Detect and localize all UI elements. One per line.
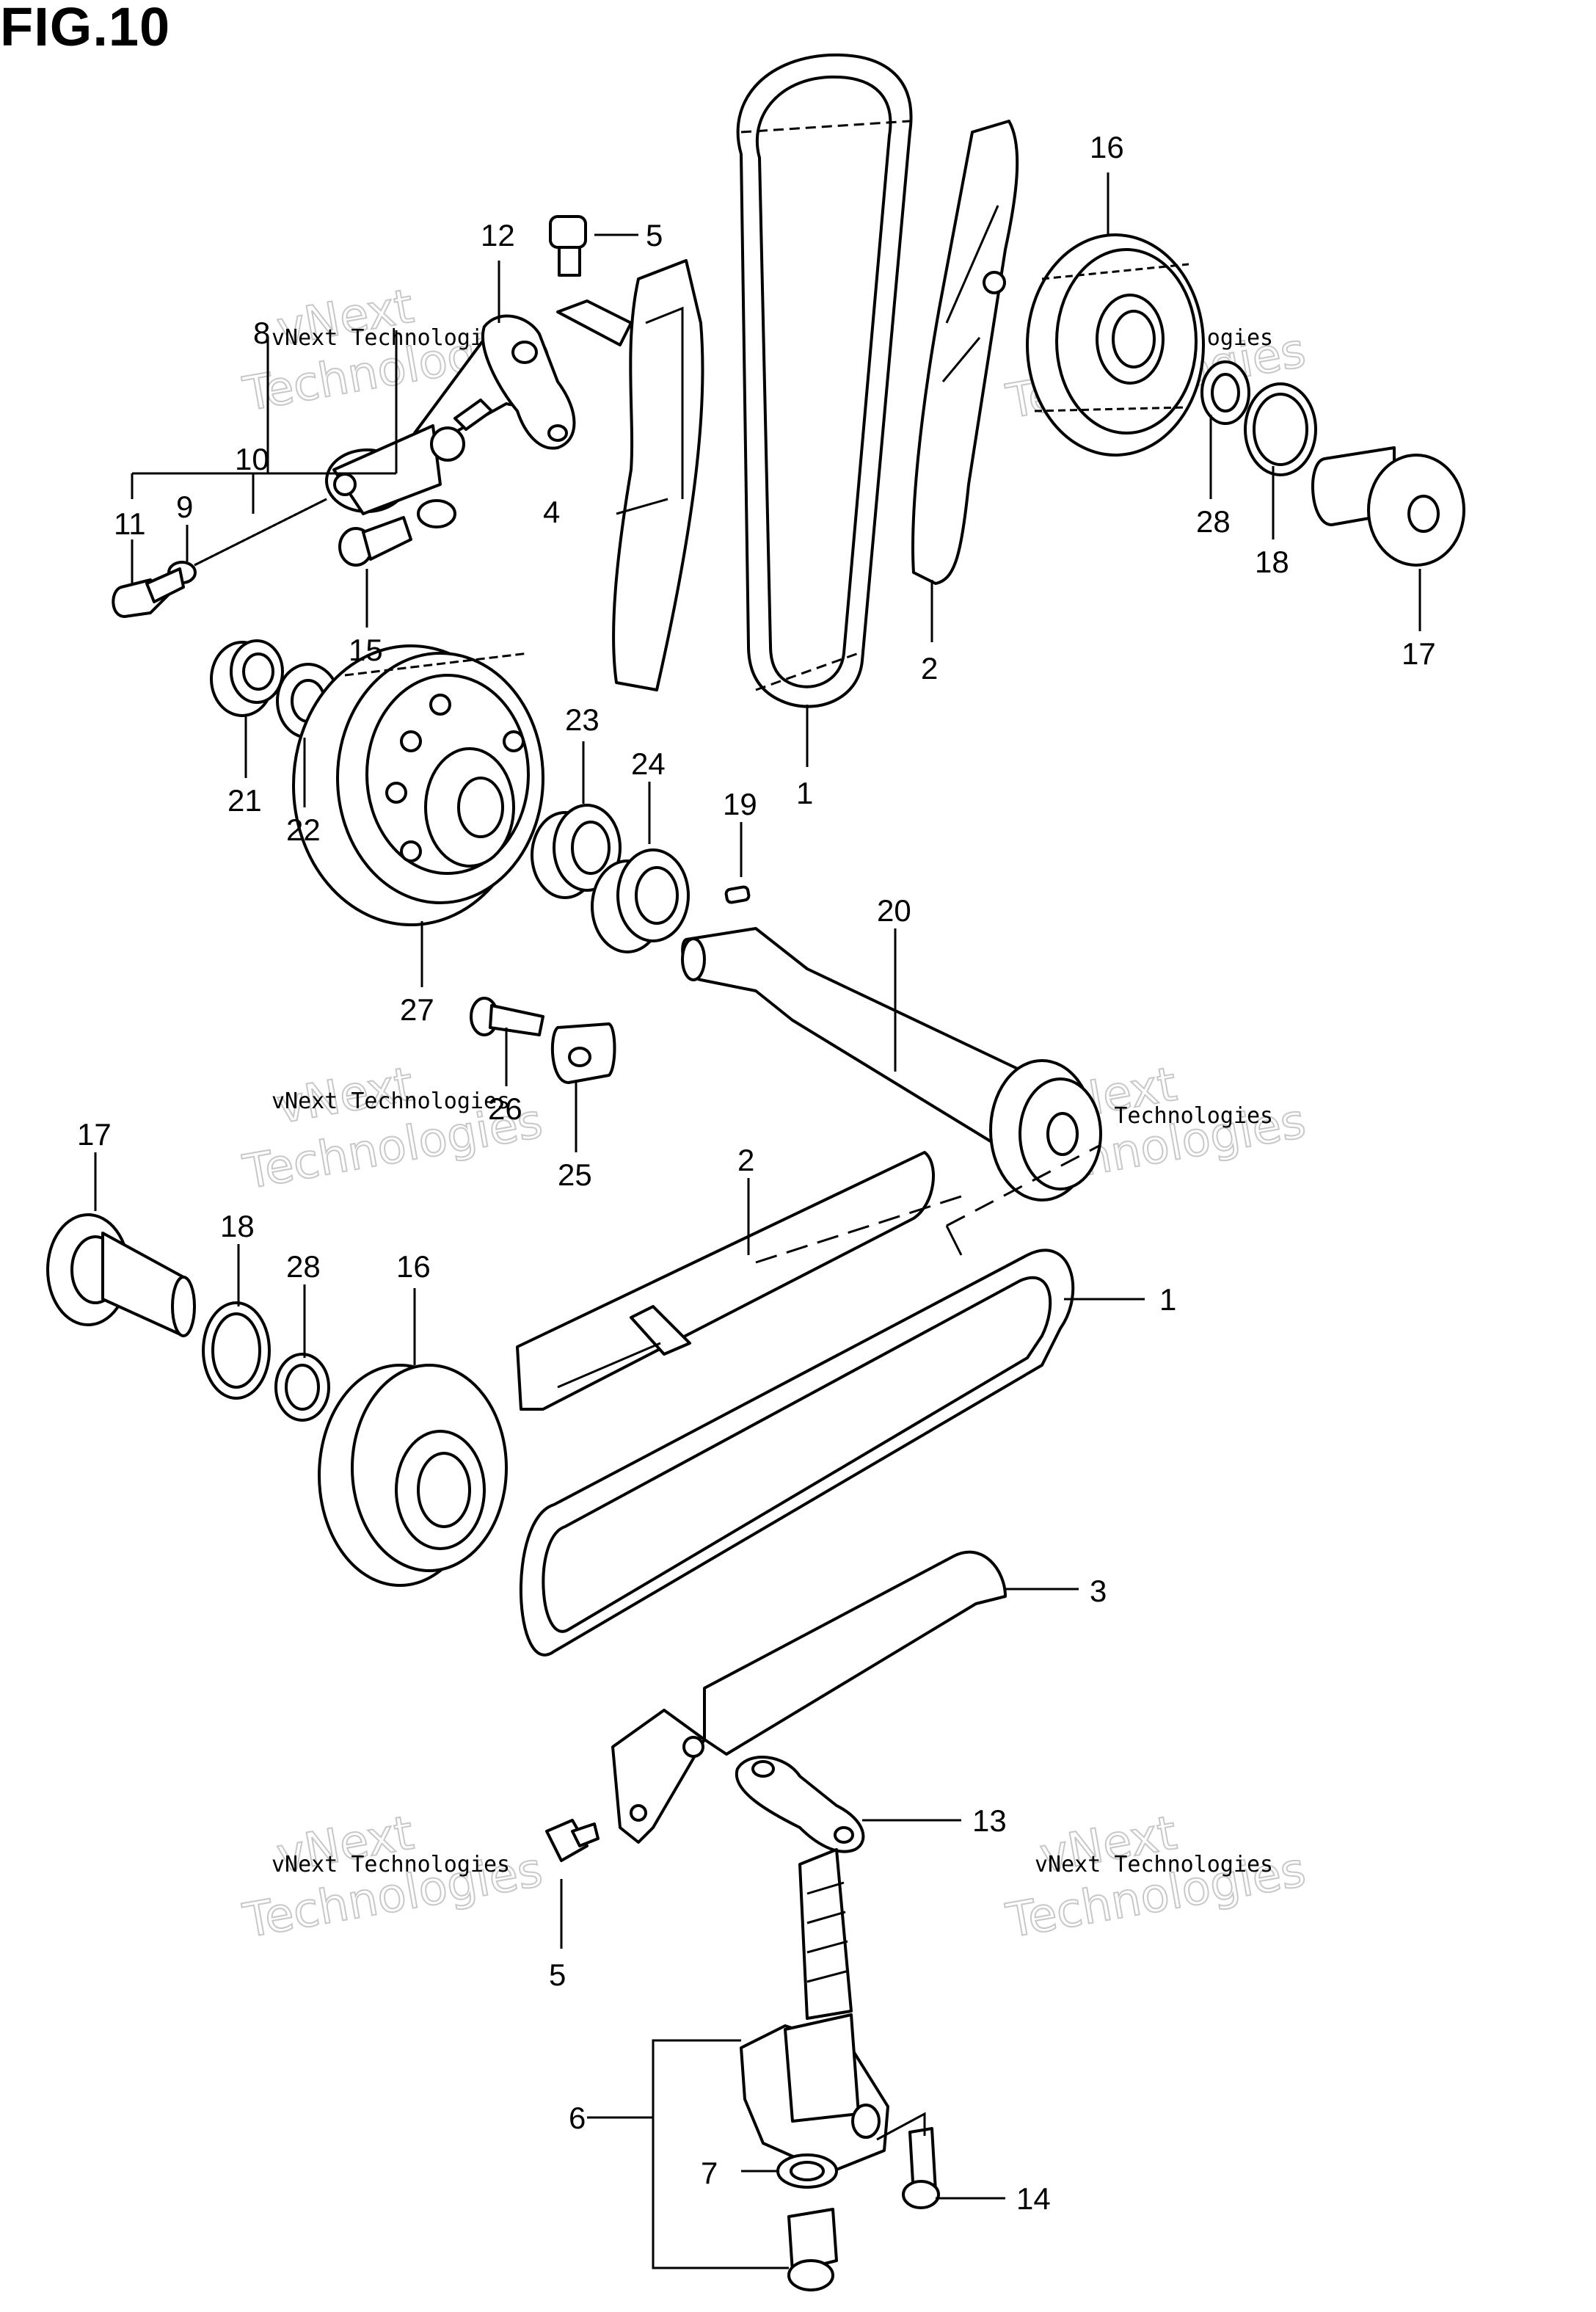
callout-2-mid: 2 [737,1143,754,1177]
callout-3: 3 [1090,1574,1107,1608]
cam-chain-lower [519,1195,1075,1657]
callout-24: 24 [631,746,666,781]
callout-4: 4 [543,495,560,529]
callout-16-top: 16 [1090,130,1124,164]
bolt-14 [902,2127,940,2209]
callout-28-top: 28 [1196,504,1231,539]
callout-26: 26 [488,1091,522,1126]
bolt-11 [112,567,185,618]
bolt-15 [338,516,412,567]
callout-15: 15 [349,633,383,667]
callout-16-bottom: 16 [396,1249,431,1284]
figure-title: FIG.10 [0,0,171,57]
bearing-21 [210,639,284,717]
callout-25: 25 [558,1157,592,1192]
idler-shaft-20 [681,927,1102,1202]
bolt-5-upper [549,215,587,277]
plug-bolt-6 [787,2208,838,2291]
shaft-sprocket [989,1059,1102,1202]
shaft-17-upper [1311,446,1465,567]
plate-25 [550,1022,616,1084]
cam-sprocket-lower [318,1364,508,1587]
callout-22: 22 [286,813,321,847]
callout-5-bottom: 5 [549,1957,566,1992]
callout-27: 27 [400,992,434,1027]
callout-23: 23 [565,702,600,737]
callout-9: 9 [176,490,193,524]
callout-17-top: 17 [1402,636,1436,671]
cam-sprocket-upper [1026,233,1205,457]
watermark-small: vNext Technologies [272,1088,510,1114]
key-19 [724,885,751,904]
callout-12: 12 [481,218,515,252]
spring-10 [194,498,327,567]
callout-1-bottom: 1 [1159,1282,1176,1317]
tensioner-guide-lower [611,1550,1007,1844]
callout-21: 21 [227,783,262,818]
watermark-small: vNext Technologies [1035,1852,1273,1877]
bolt-5-lower [545,1819,600,1862]
bolt-26 [470,997,544,1036]
callout-13: 13 [972,1803,1007,1838]
callout-28-bottom: 28 [286,1249,321,1284]
callout-19: 19 [723,787,757,821]
gasket-12 [481,314,576,450]
callout-20: 20 [877,893,911,928]
callout-18-bottom: 18 [220,1209,255,1243]
watermark-small: vNext Technologies [272,325,510,351]
chain-guide-lower [516,1151,935,1411]
washer-28-lower [274,1353,330,1422]
callout-8: 8 [253,316,270,350]
callout-1-top: 1 [796,776,813,810]
tensioner-6 [740,1848,889,2174]
callout-5-top: 5 [646,218,663,252]
callout-11: 11 [114,506,146,541]
idler-gear-27 [292,644,544,926]
callout-10: 10 [235,442,269,476]
callout-18-top: 18 [1255,545,1289,579]
bearing-24 [591,848,690,953]
washer-7 [776,2153,838,2189]
tensioner-guide-upper [556,259,704,691]
shaft-17-lower [46,1213,196,1337]
cam-chain-upper [736,53,913,708]
callout-17-bottom: 17 [77,1117,112,1152]
leader-lines [94,172,1421,2269]
callout-14: 14 [1016,2181,1051,2216]
callout-2-top: 2 [921,651,938,686]
watermark-small: vNext Technologies [272,1852,510,1877]
chain-guide-upper [911,120,1019,585]
o-ring-18-lower [202,1301,271,1400]
callout-7: 7 [701,2156,718,2190]
bearing-23 [531,804,622,899]
callout-6: 6 [569,2101,586,2135]
callout-labels: 1 1 2 2 3 4 5 5 6 7 8 9 10 11 12 13 14 1… [77,130,1436,2216]
gasket-13 [735,1756,865,1853]
